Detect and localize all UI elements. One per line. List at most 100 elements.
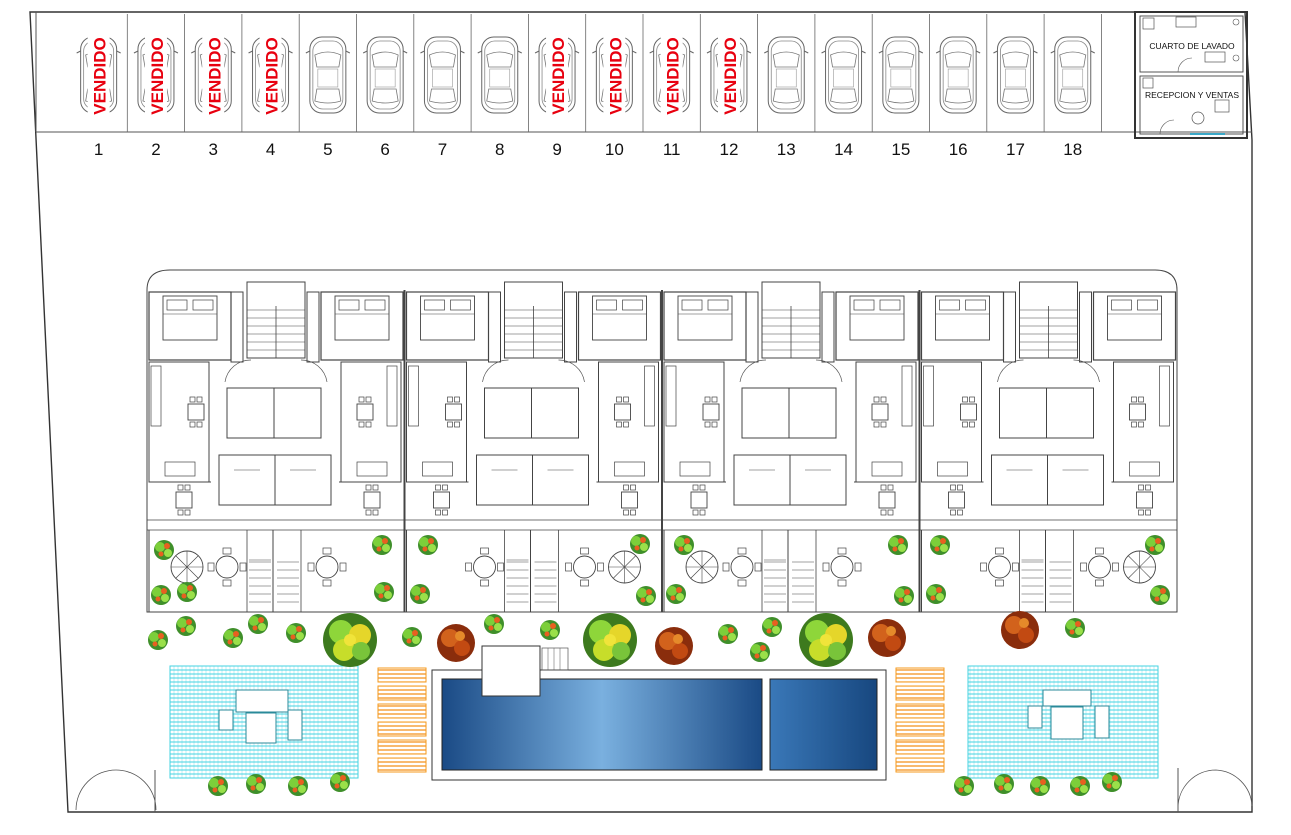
tree-icon — [718, 624, 738, 644]
tree-icon — [484, 614, 504, 634]
dining-table-icon — [980, 547, 1019, 587]
sun-lounger — [895, 721, 945, 737]
car-top-view-icon — [477, 36, 523, 114]
bedroom-left — [405, 291, 490, 361]
tree-icon — [286, 623, 306, 643]
parking-space-number: 11 — [663, 140, 681, 159]
umbrella-icon — [608, 550, 641, 584]
tree-icon — [248, 614, 268, 634]
tree-icon — [994, 774, 1014, 794]
bed-icon — [935, 295, 990, 341]
sold-label: VENDIDO — [148, 37, 167, 114]
parking-space-number: 2 — [151, 140, 160, 159]
dining-table-icon — [871, 396, 889, 428]
tree-icon — [1030, 776, 1050, 796]
parking-space-number: 9 — [552, 140, 561, 159]
sold-label-bg — [259, 24, 282, 128]
sun-lounger — [377, 667, 427, 683]
dining-table-icon — [702, 396, 720, 428]
dining-table-icon — [187, 396, 205, 428]
site-boundary — [29, 11, 1253, 813]
parking-space-number: 18 — [1063, 140, 1082, 159]
sofa — [422, 461, 453, 477]
tree-icon — [540, 620, 560, 640]
tree-icon — [750, 642, 770, 662]
parking-space-14 — [814, 14, 867, 132]
kitchen-counter — [665, 365, 677, 427]
sofa — [164, 461, 196, 477]
sun-lounger — [377, 739, 427, 755]
tree-icon — [418, 535, 438, 555]
sofa — [679, 461, 711, 477]
pool-coping — [431, 669, 887, 781]
parking-space-number: 15 — [891, 140, 910, 159]
bed-icon — [334, 295, 390, 341]
dining-table-icon — [1129, 396, 1146, 428]
parking-space-number: 1 — [94, 140, 103, 159]
tree-icon — [868, 619, 906, 657]
sold-label: VENDIDO — [606, 37, 625, 114]
kitchen-counter — [923, 365, 934, 427]
tree-icon — [1070, 776, 1090, 796]
parking-space-15 — [871, 14, 924, 132]
bedroom-small — [532, 454, 589, 506]
wall-column — [230, 291, 244, 363]
parking-space-number: 16 — [949, 140, 968, 159]
tree-icon — [1145, 535, 1165, 555]
sold-label: VENDIDO — [263, 37, 282, 114]
tree-icon — [208, 776, 228, 796]
tree-icon — [926, 584, 946, 604]
apartment-block-2 — [403, 281, 662, 612]
parking-space-number: 17 — [1006, 140, 1025, 159]
car-top-view-icon — [935, 36, 981, 114]
tree-icon — [151, 585, 171, 605]
dining-table-icon — [878, 484, 896, 516]
bedroom-small — [789, 454, 847, 506]
bedroom-right — [320, 291, 404, 361]
tree-icon — [1102, 772, 1122, 792]
parking-space-12: VENDIDO — [699, 14, 752, 132]
dining-table-icon — [445, 396, 462, 428]
door-swing — [482, 359, 585, 383]
gate-left — [75, 769, 157, 811]
dining-table-icon — [621, 484, 638, 516]
parking-space-6 — [356, 14, 408, 132]
sold-label-bg — [717, 24, 740, 128]
umbrella-icon — [170, 550, 204, 584]
kitchen-counter — [150, 365, 162, 427]
tree-icon — [288, 776, 308, 796]
apartment-block-3 — [661, 281, 919, 612]
sun-lounger — [377, 721, 427, 737]
tree-icon — [148, 630, 168, 650]
tree-icon — [402, 627, 422, 647]
pool-area — [431, 645, 887, 781]
sofa — [356, 461, 388, 477]
sold-label-bg — [546, 24, 569, 128]
dining-table-icon — [948, 484, 965, 516]
bedroom-right — [1092, 291, 1177, 361]
service-building: CUARTO DE LAVADO RECEPCION Y VENTAS — [1134, 11, 1248, 139]
dining-table-icon — [690, 484, 708, 516]
kitchen-counter — [386, 365, 398, 427]
sun-lounger — [895, 703, 945, 719]
parking-space-9: VENDIDO — [528, 14, 580, 132]
tree-icon — [437, 624, 475, 662]
sold-label-bg — [87, 24, 110, 128]
kitchen-counter — [408, 365, 419, 427]
parking-space-3: VENDIDO — [184, 14, 236, 132]
sofa — [1129, 461, 1160, 477]
tree-icon — [674, 535, 694, 555]
parking-space-number: 7 — [438, 140, 447, 159]
dining-table-icon — [307, 547, 347, 587]
dining-table-icon — [1080, 547, 1119, 587]
dining-table-icon — [1136, 484, 1153, 516]
tree-icon — [888, 535, 908, 555]
reception-label: RECEPCION Y VENTAS — [1145, 90, 1239, 100]
parking-space-number: 5 — [323, 140, 332, 159]
parking-space-17 — [986, 14, 1038, 132]
umbrella-icon — [685, 550, 719, 584]
tree-icon — [410, 584, 430, 604]
sold-label-bg — [202, 24, 225, 128]
bed-icon — [1107, 295, 1162, 341]
bedroom-left — [663, 291, 747, 361]
